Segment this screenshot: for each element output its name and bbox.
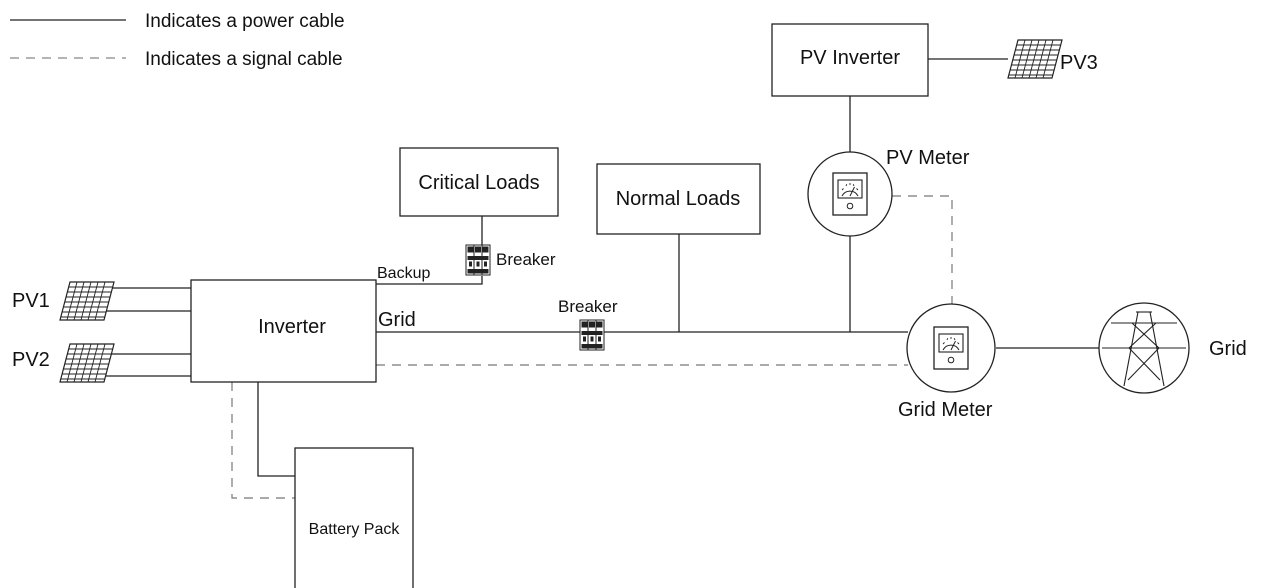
inverter-label: Inverter [258, 316, 326, 338]
grid-label: Grid [1209, 338, 1247, 360]
legend-power-label: Indicates a power cable [145, 11, 345, 32]
pv-meter [807, 151, 893, 237]
inverter-box: Inverter [190, 279, 377, 383]
pv2-solar-panel-icon [59, 343, 115, 383]
pv-meter-to-grid-meter-signal [892, 195, 953, 308]
grid-tower-icon [1098, 302, 1190, 394]
backup-port-label: Backup [377, 265, 430, 282]
grid-port-label: Grid [378, 309, 416, 331]
pv2-label: PV2 [12, 349, 50, 371]
legend: Indicates a power cable Indicates a sign… [10, 11, 345, 70]
pv1-label: PV1 [12, 290, 50, 312]
inverter-to-battery-signal [231, 382, 295, 499]
backup-cable [376, 276, 483, 285]
pv-inverter-label: PV Inverter [800, 47, 900, 69]
power-cables [96, 58, 1100, 477]
normal-loads-label: Normal Loads [616, 188, 741, 210]
normal-loads-box: Normal Loads [596, 163, 761, 235]
legend-signal-label: Indicates a signal cable [145, 49, 343, 70]
grid-meter-icon [933, 326, 969, 370]
battery-pack-box: Battery Pack [294, 447, 414, 588]
battery-power-cable [257, 382, 295, 477]
critical-loads-box: Critical Loads [399, 147, 559, 217]
pv-meter-label: PV Meter [886, 147, 970, 169]
pv3-label: PV3 [1060, 52, 1098, 74]
grid-meter-label: Grid Meter [898, 399, 993, 421]
critical-loads-label: Critical Loads [418, 172, 539, 194]
pv1-solar-panel-icon [59, 281, 115, 321]
grid-breaker-icon [579, 319, 605, 351]
grid-breaker-label: Breaker [558, 297, 618, 316]
pv-meter-icon [832, 172, 868, 216]
backup-breaker-icon [465, 244, 491, 276]
battery-pack-label: Battery Pack [309, 521, 401, 538]
backup-breaker-label: Breaker [496, 250, 556, 269]
pv3-solar-panel-icon [1007, 39, 1063, 79]
pv-inverter-box: PV Inverter [771, 23, 929, 97]
signal-cables [231, 195, 953, 499]
grid-meter [906, 303, 996, 393]
